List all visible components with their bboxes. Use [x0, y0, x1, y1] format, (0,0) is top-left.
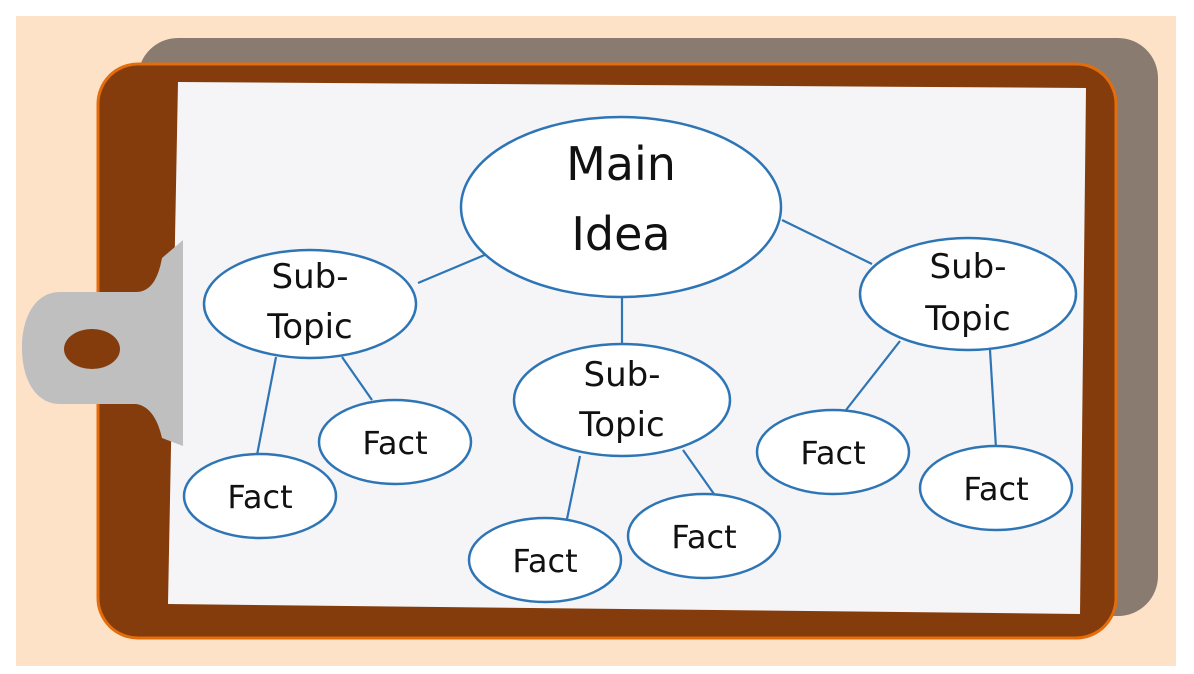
fact-label: Fact: [512, 542, 577, 580]
main-idea-node: Main Idea: [459, 115, 783, 299]
subtopic-node: Sub- Topic: [512, 342, 732, 458]
subtopic-line2: Topic: [924, 299, 1011, 339]
fact-label: Fact: [671, 518, 736, 556]
subtopic-line1: Sub-: [584, 355, 661, 395]
main-idea-line2: Idea: [571, 207, 670, 261]
link-sub1-fact1: [255, 356, 278, 456]
fact-node: Fact: [467, 516, 623, 604]
fact-label: Fact: [963, 470, 1028, 508]
fact-node: Fact: [317, 398, 473, 486]
link-sub2-fact4: [682, 449, 715, 495]
subtopic-line2: Topic: [578, 405, 665, 445]
link-lines: [255, 219, 998, 520]
link-main-sub1: [417, 252, 488, 285]
fact-label: Fact: [362, 424, 427, 462]
subtopic-node: Sub- Topic: [858, 236, 1078, 352]
link-sub3-fact6: [988, 349, 998, 449]
subtopic-line1: Sub-: [930, 247, 1007, 287]
fact-node: Fact: [918, 444, 1074, 532]
fact-node: Fact: [755, 408, 911, 496]
link-sub1-fact2: [341, 356, 373, 401]
fact-label: Fact: [227, 478, 292, 516]
subtopic-node: Sub- Topic: [202, 248, 418, 360]
link-sub2-fact3: [565, 455, 582, 520]
subtopic-line2: Topic: [266, 307, 353, 347]
link-sub3-fact5: [845, 340, 901, 411]
fact-node: Fact: [182, 452, 338, 540]
link-main-sub3: [781, 219, 873, 265]
clip-icon: [22, 240, 183, 446]
fact-label: Fact: [800, 434, 865, 472]
subtopic-line1: Sub-: [272, 257, 349, 297]
main-idea-line1: Main: [566, 137, 676, 191]
fact-node: Fact: [626, 492, 782, 580]
